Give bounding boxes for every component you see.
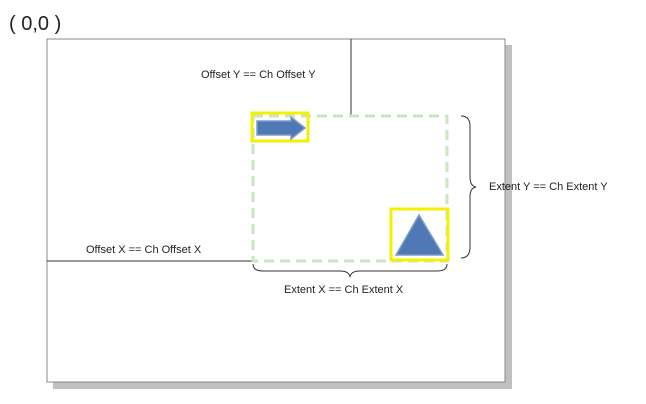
arrow-shape-icon[interactable] xyxy=(256,115,307,141)
triangle-selection-box[interactable] xyxy=(389,207,450,262)
extent-y-brace xyxy=(460,115,477,259)
extent-y-label: Extent Y == Ch Extent Y xyxy=(489,181,608,193)
extent-x-brace xyxy=(252,263,448,278)
arrow-selection-box[interactable] xyxy=(250,111,310,143)
extent-x-label: Extent X == Ch Extent X xyxy=(284,284,404,296)
group-outline xyxy=(251,114,449,263)
triangle-shape-icon[interactable] xyxy=(394,213,445,256)
offset-y-label: Offset Y == Ch Offset Y xyxy=(201,69,316,81)
offset-x-label: Offset X == Ch Offset X xyxy=(86,244,202,256)
origin-label: ( 0,0 ) xyxy=(9,13,62,35)
